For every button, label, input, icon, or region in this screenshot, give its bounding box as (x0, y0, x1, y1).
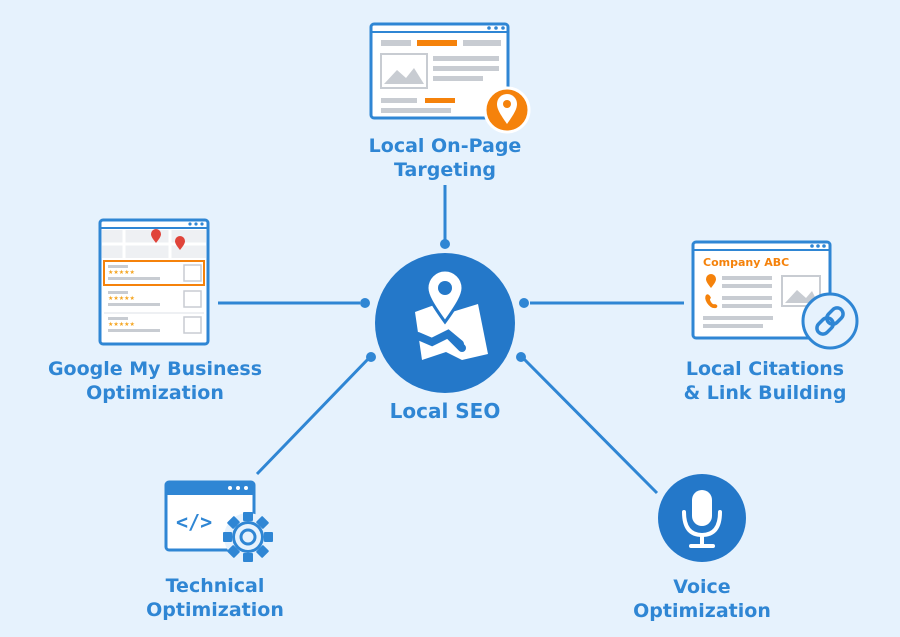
connector-dot (440, 239, 450, 249)
map-pin-icon (414, 268, 488, 360)
node-label-line: Optimization (86, 382, 224, 404)
node-label-voice: Voice Optimization (617, 575, 787, 623)
node-label-line: Optimization (146, 599, 284, 621)
node-label-citations: Local Citations & Link Building (660, 357, 870, 405)
connector-dot (366, 352, 376, 362)
node-label-line: Google My Business (47, 358, 263, 380)
connector-technical (255, 355, 372, 476)
gear-icon (223, 512, 273, 562)
node-label-line: Local On-Page (368, 135, 522, 157)
connector-dot (519, 298, 529, 308)
node-label-line: Voice (673, 576, 731, 598)
svg-text:★★★★★: ★★★★★ (108, 295, 135, 302)
connector-dot (360, 298, 370, 308)
node-label-gmb: Google My Business Optimization (35, 357, 275, 405)
connector-voice (520, 355, 659, 495)
microphone-icon (658, 474, 746, 562)
business-card-link-icon: Company ABC (691, 240, 859, 350)
node-label-line: Technical (165, 575, 265, 597)
center-label: Local SEO (389, 399, 501, 423)
code-symbol-text: </> (176, 510, 212, 534)
node-label-on-page: Local On-Page Targeting (345, 134, 545, 182)
node-label-technical: Technical Optimization (130, 574, 300, 622)
company-name-text: Company ABC (703, 256, 789, 269)
node-label-line: & Link Building (683, 382, 847, 404)
connector-dot (516, 352, 526, 362)
node-label-line: Targeting (394, 159, 496, 181)
code-gear-icon: </> (164, 480, 273, 562)
node-label-line: Optimization (633, 600, 771, 622)
webpage-location-icon (369, 22, 531, 134)
svg-text:★★★★★: ★★★★★ (108, 269, 135, 276)
connector-dots (360, 239, 529, 362)
node-label-line: Local Citations (685, 358, 845, 380)
svg-text:★★★★★: ★★★★★ (108, 321, 135, 328)
map-listing-icon: ★★★★★ ★★★★★ ★★★★★ (98, 218, 210, 346)
center-node (375, 253, 515, 393)
connectors (218, 185, 684, 495)
